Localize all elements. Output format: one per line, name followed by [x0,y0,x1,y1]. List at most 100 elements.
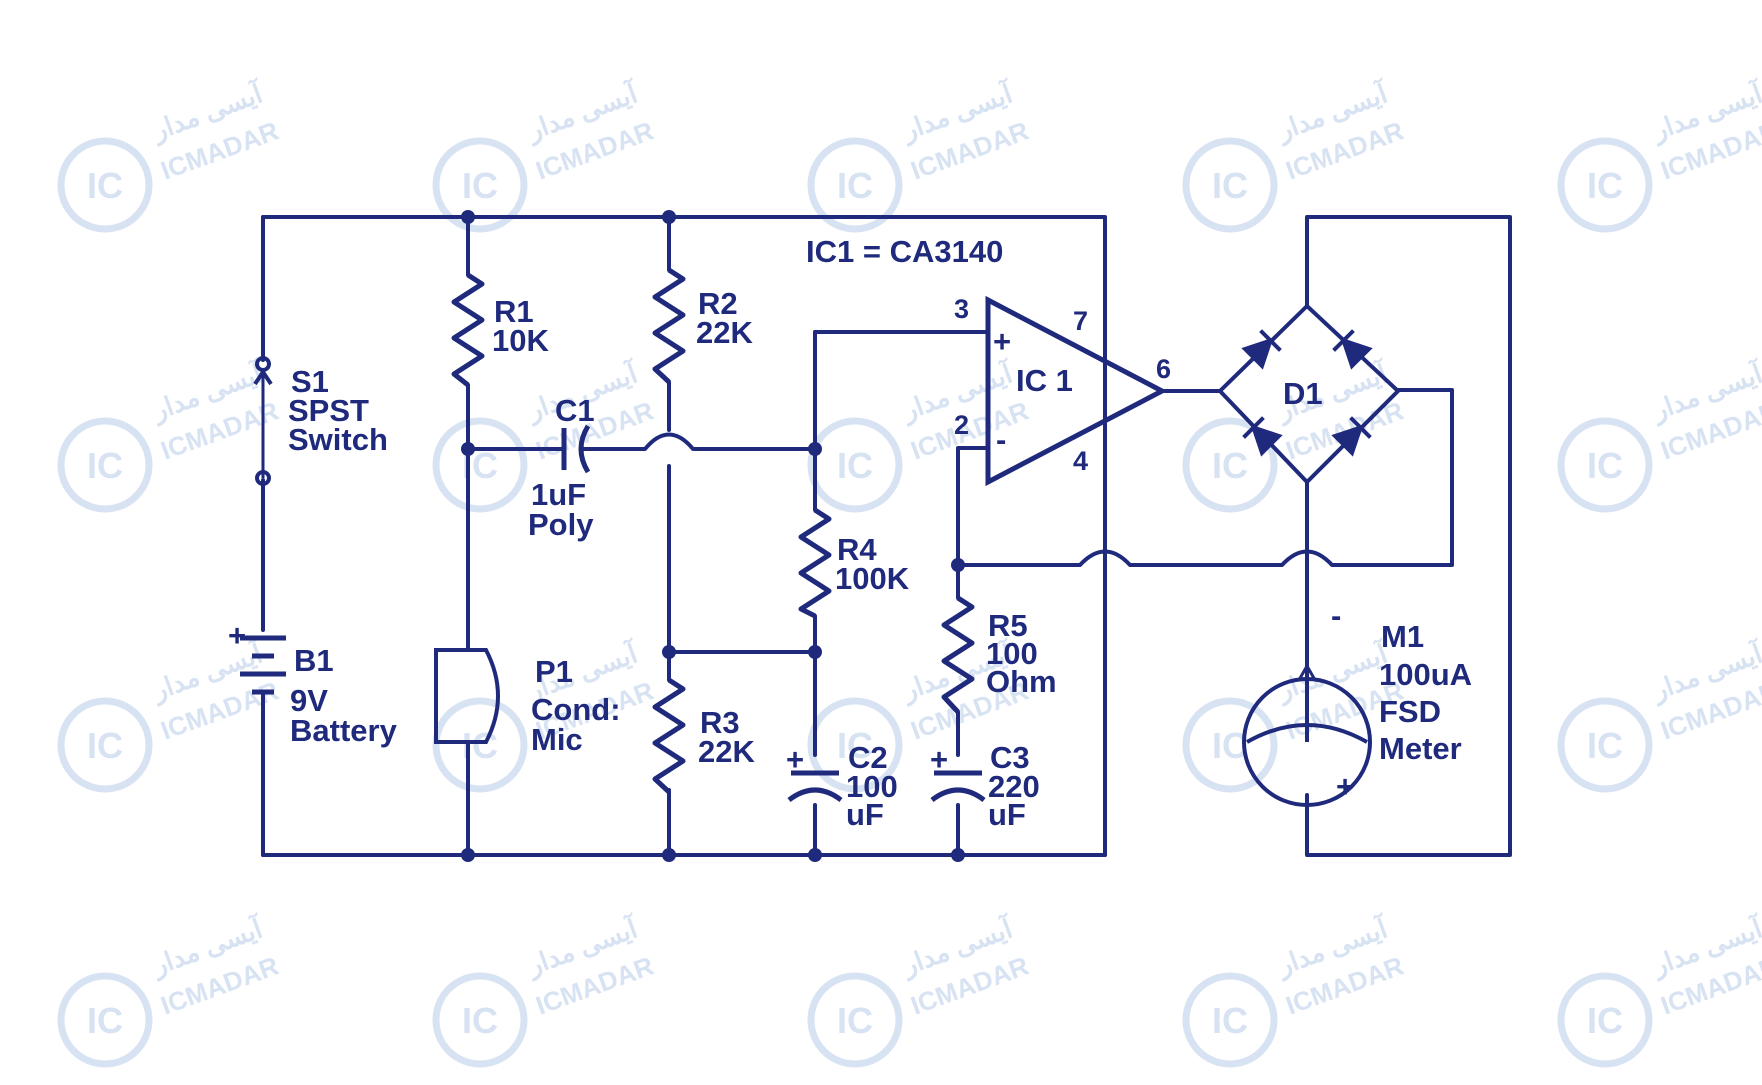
r5-line2-label: Ohm [986,664,1057,699]
ic1-pin7-label: 7 [1073,306,1088,336]
r5-ref-label: R5 [988,608,1028,643]
c1-signal-wire [466,432,817,451]
r4-ref-label: R4 [837,532,877,567]
c2-ref-label: C2 [848,740,888,775]
r2-resistor-symbol [652,267,686,384]
r1-resistor-symbol [451,272,485,387]
r1-value-label: 10K [492,323,549,358]
svg-text:IC: IC [87,445,123,486]
svg-text:IC: IC [1212,725,1248,766]
svg-text:IC: IC [87,725,123,766]
ic1-opamp-symbol [985,295,1168,487]
junction-dot [461,442,475,456]
ic1-pin3-label: 3 [954,294,969,324]
m1-minus-label: - [1331,598,1341,633]
svg-text:IC: IC [1212,165,1248,206]
r4-resistor-symbol [798,507,832,619]
c1-line2-label: Poly [528,507,594,542]
r2-value-label: 22K [696,315,753,350]
svg-text:IC: IC [462,165,498,206]
ic1-ref-label: IC 1 [1016,363,1073,398]
b1-plus-label: + [228,618,246,653]
r1-ref-label: R1 [494,294,534,329]
svg-text:IC: IC [837,1000,873,1041]
c2-line1-label: 100 [846,769,898,804]
ic1-pin6-label: 6 [1156,354,1171,384]
c2-capacitor-symbol [787,770,843,803]
svg-text:IC: IC [462,1000,498,1041]
m1-meter-symbol [1242,662,1372,807]
junction-dot [808,645,822,659]
junctions [461,210,965,862]
ic1-pin4-label: 4 [1073,446,1088,476]
ic1-pin2-label: 2 [954,410,969,440]
svg-text:IC: IC [1212,445,1248,486]
junction-dot [951,558,965,572]
r4-value-label: 100K [835,561,910,596]
r2-ref-label: R2 [698,286,738,321]
svg-text:IC: IC [1587,445,1623,486]
svg-text:IC: IC [837,165,873,206]
svg-text:IC: IC [87,1000,123,1041]
p1-microphone-symbol [434,648,500,744]
p1-line1-label: Cond: [531,692,621,727]
top-rail-wire [261,215,1107,857]
d1-ref-label: D1 [1283,376,1323,411]
c3-line2-label: uF [988,797,1026,832]
p1-line2-label: Mic [531,722,583,757]
m1-plus-label: + [1336,769,1354,804]
c3-ref-label: C3 [990,740,1030,775]
junction-dot [662,848,676,862]
junction-dot [662,645,676,659]
svg-text:IC: IC [1587,1000,1623,1041]
svg-text:IC: IC [1212,1000,1248,1041]
junction-dot [808,848,822,862]
d1-bridge-symbol [1217,303,1401,485]
junction-dot [662,210,676,224]
s1-line1-label: SPST [288,393,369,428]
c3-capacitor-symbol [930,770,986,803]
m1-ref-label: M1 [1381,619,1424,654]
junction-dot [951,848,965,862]
svg-text:IC: IC [1587,165,1623,206]
ic-title-label: IC1 = CA3140 [806,234,1003,269]
b1-line1-label: 9V [290,683,328,718]
b1-line2-label: Battery [290,713,398,748]
pin2-wire [956,446,990,567]
m1-line2-label: FSD [1379,694,1441,729]
r3-value-label: 22K [698,734,755,769]
svg-text:IC: IC [1587,725,1623,766]
b1-battery-symbol [240,635,286,695]
junction-dot [808,442,822,456]
svg-text:IC: IC [87,165,123,206]
r3-resistor-symbol [652,677,686,794]
svg-text:IC: IC [837,725,873,766]
c1-capacitor-symbol [561,424,591,474]
c1-line1-label: 1uF [531,477,586,512]
c1-ref-label: C1 [555,393,595,428]
ic1-plus-label: + [993,324,1011,359]
feedback-wire [956,388,1454,567]
m1-line3-label: Meter [1379,731,1462,766]
s1-ref-label: S1 [291,364,329,399]
m1-line1-label: 100uA [1379,657,1472,692]
c2-line2-label: uF [846,797,884,832]
